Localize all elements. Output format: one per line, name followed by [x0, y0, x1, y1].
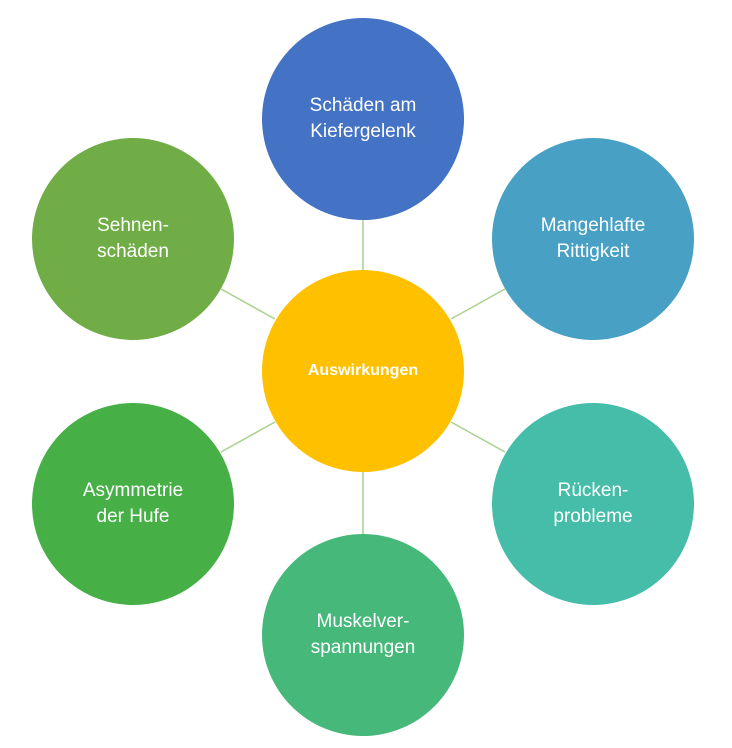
node-label: Asymmetrie der Hufe	[82, 480, 184, 527]
connector-upper-right	[450, 288, 506, 320]
node-label: Schäden am Kiefergelenk	[309, 95, 417, 142]
node-sehnenschaeden: Sehnen- schäden	[32, 138, 234, 340]
node-rueckenprobleme: Rücken- probleme	[492, 403, 694, 605]
node-label: Muskelver- spannungen	[310, 611, 416, 658]
node-label: Rücken- probleme	[553, 480, 633, 527]
node-muskelverspannungen: Muskelver- spannungen	[262, 534, 464, 736]
node-rittigkeit: Mangehlafte Rittigkeit	[492, 138, 694, 340]
connector-lower-right	[450, 421, 506, 453]
node-asymmetrie-hufe: Asymmetrie der Hufe	[32, 403, 234, 605]
connector-lower-left	[220, 421, 276, 453]
node-label: Mangehlafte Rittigkeit	[540, 215, 646, 262]
node-label: Sehnen- schäden	[97, 215, 169, 262]
center-label: Auswirkungen	[307, 362, 419, 379]
node-kiefergelenk: Schäden am Kiefergelenk	[262, 18, 464, 220]
center-node: Auswirkungen	[262, 270, 464, 472]
connector-upper-left	[220, 288, 276, 320]
